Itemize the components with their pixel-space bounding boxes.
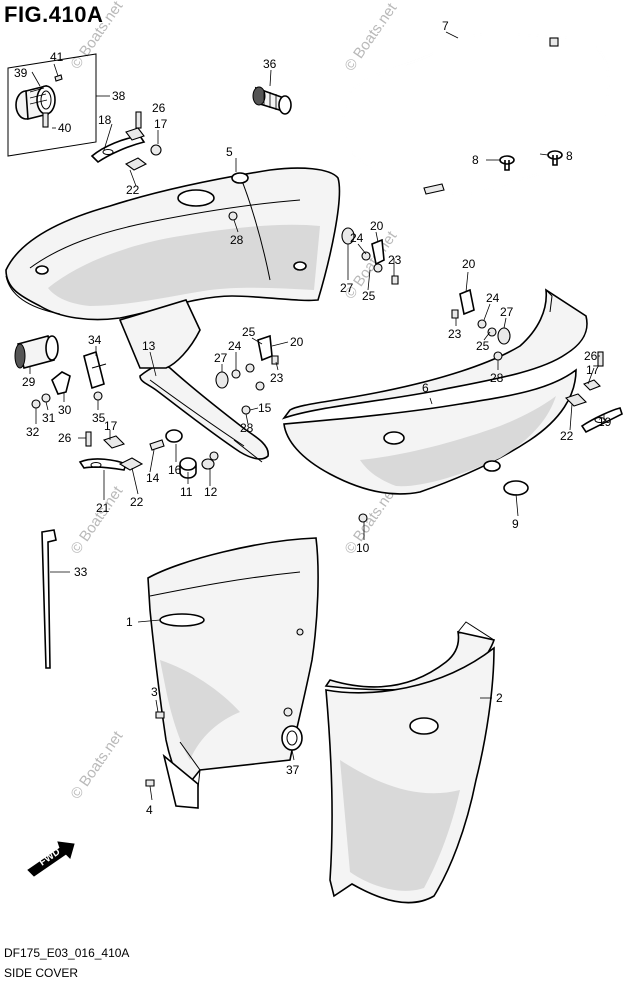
plate-34 <box>83 350 107 390</box>
grommet-36 <box>252 86 292 115</box>
hardware-group-a <box>341 227 399 285</box>
clip-30 <box>51 371 71 395</box>
figure-title: FIG.410A <box>4 2 104 27</box>
upper-cover-6 <box>281 288 588 495</box>
callout-15: 15 <box>258 401 272 415</box>
callout-18: 18 <box>98 113 112 127</box>
callout-22: 22 <box>130 495 144 509</box>
lower-cover-2 <box>324 621 496 904</box>
callout-13: 13 <box>142 339 156 353</box>
pin-8-group <box>499 150 563 171</box>
clamp-31 <box>41 393 51 403</box>
callout-17: 17 <box>586 363 600 377</box>
callout-3: 3 <box>151 685 158 699</box>
callout-4: 4 <box>146 803 153 817</box>
diagram-code: DF175_E03_016_410A <box>4 946 130 960</box>
callout-24: 24 <box>486 291 500 305</box>
callout-35: 35 <box>92 411 106 425</box>
callout-30: 30 <box>58 403 72 417</box>
callout-23: 23 <box>270 371 284 385</box>
grommet-29 <box>14 335 59 369</box>
callout-7: 7 <box>442 19 449 33</box>
callout-31: 31 <box>42 411 56 425</box>
callout-26: 26 <box>152 101 166 115</box>
callout-27: 27 <box>214 351 228 365</box>
callout-5: 5 <box>226 145 233 159</box>
callout-34: 34 <box>88 333 102 347</box>
watermark: © Boats.net <box>341 0 400 74</box>
bracket-13 <box>118 299 269 463</box>
callout-21: 21 <box>96 501 110 515</box>
callout-27: 27 <box>340 281 354 295</box>
callout-9: 9 <box>512 517 519 531</box>
callout-16: 16 <box>168 463 182 477</box>
callout-20: 20 <box>462 257 476 271</box>
callout-14: 14 <box>146 471 160 485</box>
watermark: © Boats.net <box>67 727 126 802</box>
callout-24: 24 <box>228 339 242 353</box>
callout-28: 28 <box>240 421 254 435</box>
callout-1: 1 <box>126 615 133 629</box>
bolt-35 <box>93 391 103 401</box>
callout-23: 23 <box>448 327 462 341</box>
callout-20: 20 <box>370 219 384 233</box>
callout-33: 33 <box>74 565 88 579</box>
leader-lines <box>29 31 605 801</box>
callout-40: 40 <box>58 121 72 135</box>
callout-19: 19 <box>598 415 612 429</box>
watermark: © Boats.net <box>67 482 126 557</box>
callout-26: 26 <box>58 431 72 445</box>
latch-group-right <box>564 351 623 434</box>
cap-9 <box>503 480 529 496</box>
callout-17: 17 <box>154 117 168 131</box>
callout-24: 24 <box>350 231 364 245</box>
callout-32: 32 <box>26 425 40 439</box>
lower-cover-1 <box>145 537 319 809</box>
latch-handle-18 <box>90 111 162 171</box>
callout-36: 36 <box>263 57 277 71</box>
callout-8: 8 <box>566 149 573 163</box>
callout-8: 8 <box>472 153 479 167</box>
callout-25: 25 <box>362 289 376 303</box>
watermark: © Boats.net <box>67 0 126 72</box>
seal-ring-7 <box>342 33 610 196</box>
callout-17: 17 <box>104 419 118 433</box>
callout-28: 28 <box>230 233 244 247</box>
callout-22: 22 <box>560 429 574 443</box>
callout-37: 37 <box>286 763 300 777</box>
callout-20: 20 <box>290 335 304 349</box>
callout-12: 12 <box>204 485 218 499</box>
callout-10: 10 <box>356 541 370 555</box>
fwd-arrow-icon: FWD <box>27 841 75 877</box>
callout-27: 27 <box>500 305 514 319</box>
latch-group-left <box>78 429 219 479</box>
cable-tie-33 <box>41 529 57 669</box>
callout-26: 26 <box>584 349 598 363</box>
callout-39: 39 <box>14 66 28 80</box>
callout-labels: 41 39 38 40 36 7 26 18 17 22 5 28 8 8 20… <box>14 19 612 817</box>
diagram-name: SIDE COVER <box>4 966 79 980</box>
screw-32 <box>31 399 41 409</box>
hardware-group-b <box>451 288 511 361</box>
callout-22: 22 <box>126 183 140 197</box>
callout-29: 29 <box>22 375 36 389</box>
callout-25: 25 <box>476 339 490 353</box>
inset-grommet-group <box>7 53 97 157</box>
callout-28: 28 <box>490 371 504 385</box>
callout-41: 41 <box>50 50 64 64</box>
grommet-37 <box>281 707 303 751</box>
upper-cover-5 <box>5 167 341 321</box>
callout-11: 11 <box>180 485 193 499</box>
callout-38: 38 <box>112 89 126 103</box>
screw-28a <box>228 211 238 221</box>
callout-6: 6 <box>422 381 429 395</box>
callout-25: 25 <box>242 325 256 339</box>
callout-2: 2 <box>496 691 503 705</box>
callout-23: 23 <box>388 253 402 267</box>
screw-10 <box>358 513 368 523</box>
